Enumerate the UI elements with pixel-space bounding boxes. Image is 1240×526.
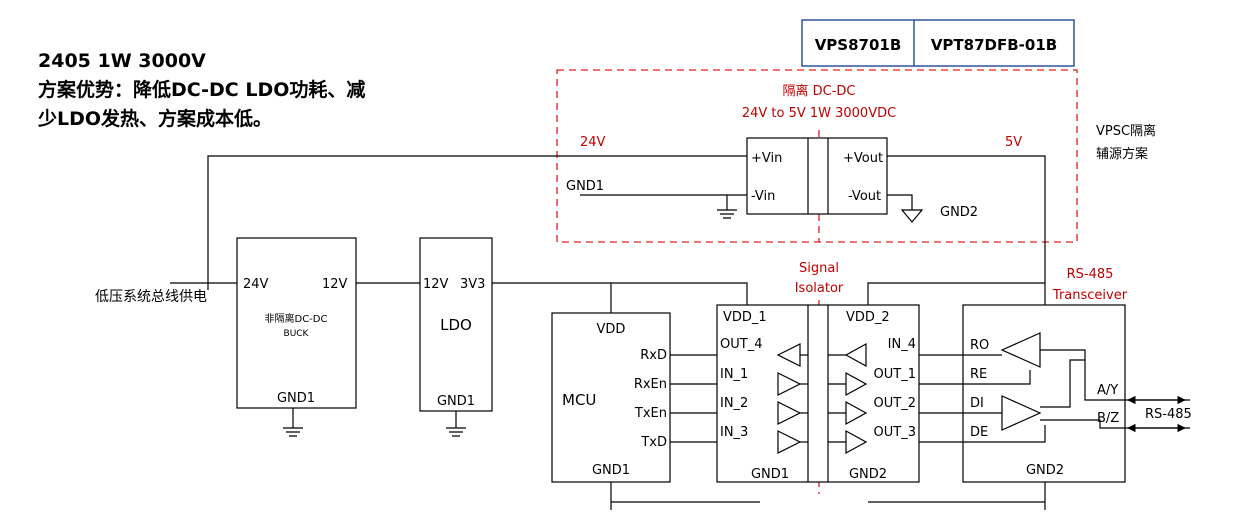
buck-output-label: 12V — [322, 277, 348, 292]
part-number-2: VPT87DFB-01B — [931, 36, 1057, 54]
gnd1-dcdc-label: GND1 — [566, 179, 604, 194]
isolator-gnd2: GND2 — [849, 467, 887, 482]
heading-line-2: 方案优势：降低DC-DC LDO功耗、减 — [38, 78, 365, 101]
heading-line-3: 少LDO发热、方案成本低。 — [37, 107, 272, 130]
heading-line-1: 2405 1W 3000V — [38, 50, 206, 72]
vin-neg-label: -Vin — [751, 189, 775, 204]
isolated-dcdc-spec: 24V to 5V 1W 3000VDC — [742, 106, 896, 121]
vpsc-label-2: 辅源方案 — [1096, 146, 1148, 162]
isolator-title-bg — [790, 258, 848, 298]
buffer-ch1-icon — [777, 371, 868, 397]
mcu-gnd-label: GND1 — [592, 463, 630, 478]
isolator-gnd1: GND1 — [751, 467, 789, 482]
part-number-1: VPS8701B — [815, 36, 902, 54]
isolated-dcdc-title: 隔离 DC-DC — [783, 83, 856, 99]
mcu-pin-txen: TxEn — [634, 406, 667, 421]
mcu-pin-rxen: RxEn — [634, 377, 667, 392]
ldo-box — [419, 237, 493, 412]
gnd2-dcdc-label: GND2 — [940, 205, 978, 220]
mcu-pin-rxd: RxD — [640, 348, 667, 363]
ldo-name: LDO — [440, 316, 472, 334]
buck-gnd-label: GND1 — [277, 391, 315, 406]
input-voltage-label: 24V — [580, 135, 606, 150]
isolator-in2: IN_2 — [720, 396, 748, 411]
ground-icon — [900, 209, 924, 223]
isolator-in3: IN_3 — [720, 425, 748, 440]
buck-name-line2: BUCK — [284, 329, 310, 339]
buffer-ch3-icon — [777, 429, 868, 455]
receiver-amp-icon — [1000, 332, 1041, 368]
isolator-title-1: Signal — [799, 261, 839, 276]
transceiver-gnd-label: GND2 — [1026, 463, 1064, 478]
transceiver-title-2: Transceiver — [1052, 288, 1128, 303]
ldo-gnd-label: GND1 — [437, 394, 475, 409]
mcu-vdd-label: VDD — [597, 322, 626, 337]
buck-converter-box — [236, 237, 357, 409]
vin-pos-label: +Vin — [751, 151, 782, 166]
isolated-dcdc-module — [746, 137, 888, 215]
isolator-vdd2: VDD_2 — [846, 310, 890, 325]
transceiver-pin-de: DE — [970, 425, 988, 440]
signal-isolator — [716, 304, 920, 483]
isolator-vdd1: VDD_1 — [723, 310, 767, 325]
ground-icon — [283, 408, 303, 437]
buffer-out4-icon — [776, 342, 867, 368]
vout-neg-label: -Vout — [848, 189, 881, 204]
buck-input-label: 24V — [243, 277, 269, 292]
buck-name-line1: 非隔离DC-DC — [265, 312, 328, 325]
driver-amp-icon — [1001, 395, 1042, 431]
mcu-box — [551, 312, 671, 483]
isolator-out3: OUT_3 — [874, 425, 916, 440]
isolator-title-2: Isolator — [795, 281, 844, 296]
mcu-pin-txd: TxD — [640, 435, 667, 450]
vpsc-label-1: VPSC隔离 — [1096, 123, 1156, 139]
ground-icon — [446, 411, 466, 437]
transceiver-title-1: RS-485 — [1067, 267, 1114, 282]
transceiver-pin-di: DI — [970, 396, 984, 411]
vout-pos-label: +Vout — [843, 151, 883, 166]
isolator-in1: IN_1 — [720, 367, 748, 382]
ground-icon — [717, 209, 737, 219]
isolator-out1: OUT_1 — [874, 367, 916, 382]
rs485-bus-label: RS-485 — [1145, 407, 1192, 422]
output-voltage-label: 5V — [1005, 135, 1022, 150]
ldo-output-label: 3V3 — [460, 277, 485, 292]
isolator-out2: OUT_2 — [874, 396, 916, 411]
mcu-name: MCU — [562, 391, 596, 409]
isolator-in4: IN_4 — [888, 337, 916, 352]
transceiver-pin-re: RE — [970, 367, 987, 382]
bus-supply-label: 低压系统总线供电 — [95, 289, 207, 305]
transceiver-pin-ro: RO — [970, 338, 989, 353]
buffer-ch2-icon — [777, 400, 868, 426]
part-number-box: VPS8701B VPT87DFB-01B — [801, 19, 1075, 67]
bus-a-label: A/Y — [1097, 383, 1118, 398]
transceiver-box — [962, 304, 1126, 483]
ldo-input-label: 12V — [423, 277, 449, 292]
bus-b-label: B/Z — [1097, 411, 1119, 426]
isolator-out4: OUT_4 — [720, 337, 762, 352]
